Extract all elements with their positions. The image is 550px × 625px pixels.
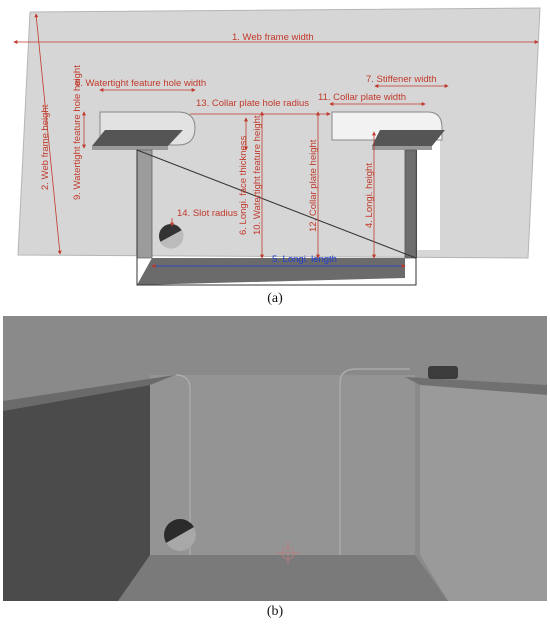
right-longi-face: [372, 130, 445, 146]
label-web-frame-height: 2. Web frame height: [40, 104, 51, 190]
panel-a-diagram: 1. Web frame width 2. Web frame height 9…: [13, 7, 541, 286]
left-longi-web: [136, 149, 153, 259]
left-longi-face: [92, 130, 183, 146]
label-longi-height: 4. Longi. height: [364, 163, 375, 228]
left-longi-side: [3, 385, 150, 601]
label-collar-plate-width: 11. Collar plate width: [318, 92, 406, 103]
label-web-frame-width: 1. Web frame width: [232, 32, 314, 43]
label-longi-face-thickness: 6. Longi. face thickness: [238, 135, 249, 235]
label-slot-radius: 14. Slot radius: [177, 208, 238, 219]
channel-outline: [136, 149, 417, 286]
label-watertight-hole-width: 8. Watertight feature hole width: [75, 78, 206, 89]
channel-floor: [137, 258, 405, 285]
caption-b: (b): [266, 604, 284, 619]
caption-a: (a): [267, 291, 283, 306]
floor: [118, 555, 448, 601]
back-wall: [150, 375, 415, 598]
crosshair-icon: [276, 541, 300, 565]
label-watertight-feature-height: 10. Watertight feature height: [252, 115, 263, 235]
label-stiffener-width: 7. Stiffener width: [366, 74, 437, 85]
right-opening: [416, 140, 440, 250]
label-collar-plate-hole-radius: 13. Collar plate hole radius: [196, 98, 309, 109]
label-longi-length: 5. Longi. length: [272, 254, 337, 265]
label-collar-plate-height: 12. Collar plate height: [308, 139, 319, 232]
panel-b-render: [3, 316, 547, 601]
right-longi-side: [420, 385, 547, 601]
right-longi-web: [404, 149, 417, 259]
collar-plate-outline: [339, 368, 410, 555]
label-watertight-hole-height: 9. Watertight feature hole height: [72, 65, 83, 200]
web-frame-plate: [17, 7, 541, 259]
